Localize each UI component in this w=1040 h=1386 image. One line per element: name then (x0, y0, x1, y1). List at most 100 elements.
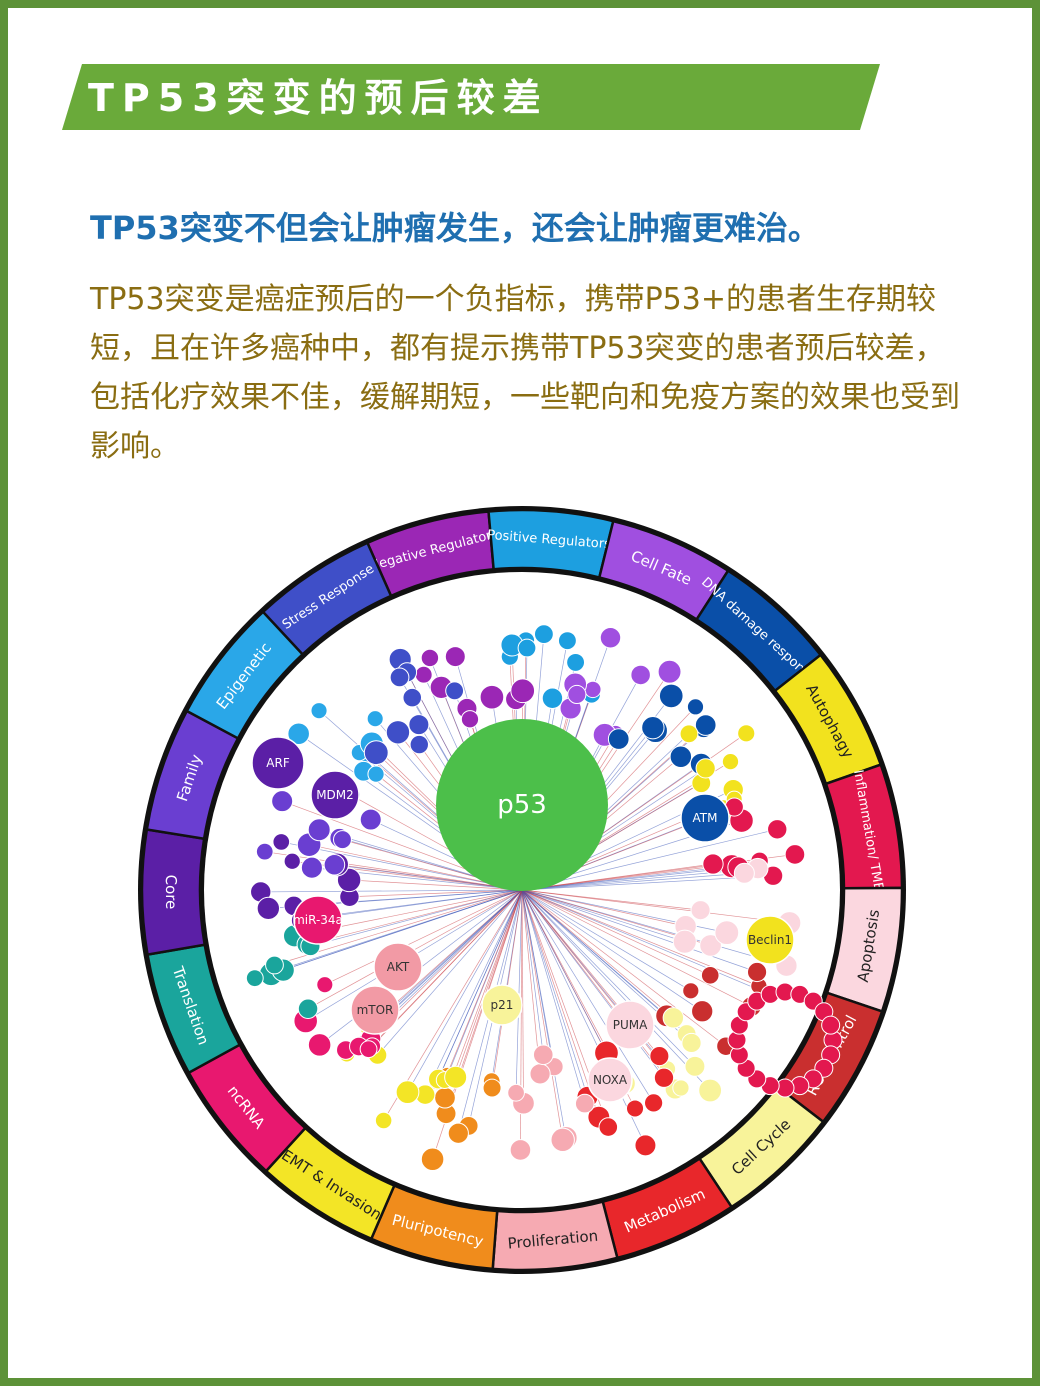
edge-line (521, 889, 685, 943)
network-node (681, 1032, 702, 1054)
hub-node-p21 (481, 984, 523, 1026)
hub-node-mir-34a (293, 895, 343, 945)
network-node (509, 1139, 532, 1161)
hub-label-beclin1: Beclin1 (748, 933, 792, 947)
network-node (699, 934, 722, 957)
network-node (374, 1111, 393, 1130)
network-node (532, 1044, 554, 1066)
network-node (479, 684, 505, 710)
edge-line (424, 889, 523, 1095)
edge-line (521, 889, 541, 1074)
hub-node-arf (251, 736, 305, 790)
network-node (737, 724, 756, 743)
network-node (550, 1127, 575, 1153)
hub-node-puma (605, 1000, 655, 1050)
network-node (507, 1083, 525, 1102)
edge-line (521, 889, 646, 1146)
network-node (444, 646, 466, 668)
network-node (698, 1078, 723, 1103)
edge-line (521, 889, 752, 1007)
network-node (460, 710, 480, 729)
network-node (630, 664, 651, 686)
network-node (643, 1093, 664, 1113)
edge-line (521, 889, 588, 1097)
network-node (333, 830, 352, 850)
edge-line (334, 864, 523, 891)
network-node (245, 969, 264, 988)
edge-line (521, 889, 586, 1104)
network-node (272, 833, 291, 851)
network-node (566, 652, 586, 672)
edge-line (260, 889, 523, 893)
network-node (607, 728, 630, 750)
edge-line (521, 889, 768, 994)
edge-line (521, 863, 714, 891)
network-node (307, 1033, 332, 1057)
network-node (359, 1040, 378, 1059)
network-node (534, 624, 554, 645)
hub-node-noxa (587, 1057, 633, 1103)
edge-line (521, 889, 567, 1138)
segment-label-core: Core (162, 875, 180, 910)
edge-line (521, 866, 739, 891)
network-node (653, 1067, 675, 1088)
network-node (598, 1117, 619, 1137)
hub-node-akt (373, 942, 423, 992)
network-node (310, 702, 328, 720)
edge-line (254, 889, 523, 979)
network-node (574, 1093, 595, 1114)
network-node (599, 627, 622, 649)
edge-line (521, 889, 691, 992)
network-node (287, 722, 310, 745)
edge-line (515, 889, 523, 1093)
edge-line (521, 889, 711, 976)
network-node (662, 1007, 685, 1029)
hub-label-mdm2: MDM2 (316, 788, 354, 802)
network-node (300, 856, 323, 879)
network-node (271, 790, 294, 813)
network-node (265, 955, 284, 975)
network-node (414, 665, 433, 684)
network-node (691, 1000, 714, 1023)
network-node (669, 745, 693, 768)
hub-label-akt: AKT (387, 960, 410, 974)
hub-label-atm: ATM (693, 811, 718, 825)
hub-label-noxa: NOXA (593, 1073, 628, 1087)
edge-line (521, 889, 701, 911)
network-node (510, 678, 536, 704)
network-node (408, 714, 430, 736)
edge-line (521, 889, 600, 1118)
network-node (420, 648, 440, 668)
network-node (323, 853, 346, 876)
edge-line (444, 889, 523, 1081)
hub-node-mtor (350, 985, 400, 1035)
hub-label-arf: ARF (266, 756, 290, 770)
hub-label-p21: p21 (491, 998, 514, 1012)
inflammation-ring-node (821, 1015, 841, 1035)
network-node (767, 819, 788, 840)
edge-line (521, 889, 686, 927)
edge-line (444, 889, 523, 1098)
network-node (746, 961, 768, 983)
network-node (529, 1063, 551, 1085)
network-node (672, 929, 697, 954)
network-node (482, 1078, 502, 1098)
network-node (517, 638, 537, 658)
edge-line (349, 889, 523, 898)
hub-node-beclin1 (745, 915, 795, 965)
network-node (684, 1055, 706, 1077)
network-node (567, 684, 587, 705)
network-node (690, 900, 711, 921)
edge-line (521, 889, 544, 1055)
edge-line (306, 889, 523, 945)
network-node (420, 1147, 445, 1171)
network-node (672, 1079, 690, 1097)
edge-line (521, 889, 758, 973)
network-node (389, 667, 410, 688)
network-node (359, 808, 382, 831)
edge-line (521, 889, 607, 1054)
network-node (657, 659, 682, 684)
edge-line (455, 889, 523, 1078)
